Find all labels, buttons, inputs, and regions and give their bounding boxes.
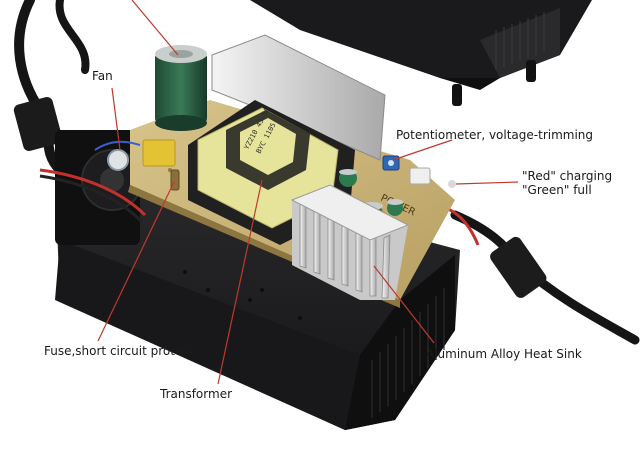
callout-lines [97, 0, 519, 385]
callout-line-fan [111, 87, 121, 151]
potentiometer [382, 155, 400, 171]
label-transformer: Transformer [160, 387, 233, 401]
fan-wires [39, 140, 147, 224]
label-led-green: "Green" full [522, 183, 592, 197]
callout-line-led [455, 181, 519, 185]
heat-sink [290, 184, 410, 300]
label-led-red: "Red" charging [522, 169, 613, 183]
case-lid [250, 0, 592, 106]
callout-line-transformer [217, 179, 263, 385]
callout-line-fuse [97, 181, 175, 342]
callout-line-potentiometer [392, 139, 453, 161]
callout-line-top [131, 0, 179, 56]
bulk-capacitor [155, 45, 207, 131]
label-heat-sink: Aluminum Alloy Heat Sink [426, 347, 582, 361]
label-fan: Fan [92, 69, 113, 83]
status-led-connector [409, 167, 456, 188]
label-potentiometer: Potentiometer, voltage-trimming [396, 128, 594, 142]
upper-heat-sink [211, 34, 386, 161]
fan [55, 130, 143, 245]
power-cord [13, 0, 90, 175]
dc-output-cord [429, 203, 640, 345]
callout-line-heat-sink [373, 265, 435, 344]
film-capacitor [142, 139, 176, 167]
label-fuse: Fuse,short circuit protect [44, 344, 194, 358]
